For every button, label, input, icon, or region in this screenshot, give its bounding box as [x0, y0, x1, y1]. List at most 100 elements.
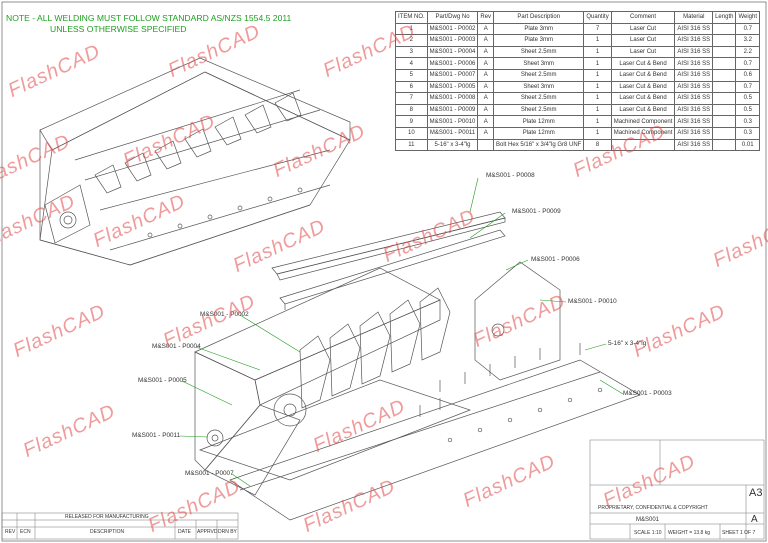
- bom-cell: Sheet 2.5mm: [493, 103, 585, 117]
- rev-column-label: REV: [5, 529, 16, 535]
- bom-cell: 2: [395, 34, 428, 47]
- callout-p0007: M&S001 - P0007: [185, 470, 234, 477]
- bom-cell: 10: [395, 126, 428, 140]
- bom-cell: 1: [583, 34, 612, 47]
- bom-cell: 1: [583, 57, 612, 70]
- bom-cell: 1: [583, 126, 612, 140]
- bom-cell: AISI 316 SS: [674, 115, 714, 128]
- bom-cell: Laser Cut: [610, 45, 676, 59]
- bom-cell: [610, 138, 676, 152]
- bom-cell: Laser Cut & Bend: [610, 68, 676, 82]
- bom-cell: 7: [395, 92, 428, 105]
- bom-cell: A: [477, 45, 495, 59]
- bom-cell: AISI 316 SS: [674, 34, 714, 47]
- bom-cell: 0.7: [735, 57, 761, 70]
- bom-cell: 8: [395, 103, 428, 117]
- bom-cell: 0.6: [735, 68, 761, 82]
- bom-cell: M&S001 - P0008: [426, 92, 479, 105]
- bom-cell: [712, 22, 737, 36]
- bom-cell: M&S001 - P0002: [426, 22, 479, 36]
- bom-cell: Bolt Hex 5/16" x 3/4"lg Gr8 UNF: [493, 138, 585, 152]
- bom-cell: A: [477, 126, 495, 140]
- welding-note-line-1: NOTE - ALL WELDING MUST FOLLOW STANDARD …: [6, 13, 292, 23]
- bom-column-header: Length: [712, 11, 737, 24]
- bom-cell: 0.3: [735, 126, 761, 140]
- bom-cell: 6: [395, 80, 428, 94]
- apprvd-column-label: APPRVD: [197, 529, 218, 535]
- ecn-column-label: ECN: [20, 529, 31, 535]
- bom-cell: Plate 12mm: [493, 126, 585, 140]
- bom-cell: 1: [583, 115, 612, 128]
- bom-cell: Machined Component: [610, 126, 676, 140]
- bom-cell: [712, 57, 737, 70]
- bom-cell: Plate 12mm: [493, 115, 585, 128]
- drn-column-label: DRN BY: [218, 529, 237, 535]
- bom-cell: 0.7: [735, 22, 761, 36]
- bom-cell: 5: [395, 68, 428, 82]
- bom-cell: Plate 3mm: [493, 22, 585, 36]
- bom-cell: [712, 34, 737, 47]
- bom-cell: [712, 45, 737, 59]
- bom-cell: AISI 316 SS: [674, 57, 714, 70]
- welding-note: NOTE - ALL WELDING MUST FOLLOW STANDARD …: [6, 13, 291, 35]
- bom-cell: A: [477, 68, 495, 82]
- bom-cell: 0.5: [735, 103, 761, 117]
- drawing-number: M&S001: [636, 517, 660, 523]
- bom-column-header: Comment: [610, 11, 676, 24]
- bom-cell: 1: [395, 22, 428, 36]
- bom-cell: M&S001 - P0006: [426, 57, 479, 70]
- callout-p0002: M&S001 - P0002: [200, 311, 249, 318]
- bom-cell: AISI 316 SS: [674, 92, 714, 105]
- bom-column-header: Rev: [477, 11, 495, 24]
- callout-p0008: M&S001 - P0008: [486, 172, 535, 179]
- bom-cell: 1: [583, 45, 612, 59]
- bom-cell: M&S001 - P0004: [426, 45, 479, 59]
- bom-cell: 5-16" x 3-4"lg: [426, 138, 479, 152]
- bom-cell: 4: [395, 57, 428, 70]
- bom-cell: 7: [583, 22, 612, 36]
- bom-cell: Laser Cut & Bend: [610, 103, 676, 117]
- bom-cell: M&S001 - P0009: [426, 103, 479, 117]
- callout-p0010: M&S001 - P0010: [568, 298, 617, 305]
- bom-cell: 1: [583, 92, 612, 105]
- bom-column-header: Part/Dwg No: [426, 11, 479, 24]
- bom-cell: Sheet 3mm: [493, 80, 585, 94]
- bom-cell: Laser Cut & Bend: [610, 80, 676, 94]
- bom-cell: AISI 316 SS: [674, 80, 714, 94]
- bom-cell: [712, 103, 737, 117]
- bom-cell: M&S001 - P0003: [426, 34, 479, 47]
- bom-cell: [712, 92, 737, 105]
- bom-cell: AISI 316 SS: [674, 68, 714, 82]
- callout-p0005: M&S001 - P0005: [138, 377, 187, 384]
- bom-cell: Machined Component: [610, 115, 676, 128]
- leader-lines: [179, 177, 624, 487]
- welding-note-line-2: UNLESS OTHERWISE SPECIFIED: [50, 24, 187, 34]
- revision-note: RELEASED FOR MANUFACTURING: [65, 514, 149, 520]
- bom-cell: AISI 316 SS: [674, 138, 714, 152]
- scale-label: SCALE 1:10: [634, 530, 662, 536]
- proprietary-label: PROPRIETARY, CONFIDENTIAL & COPYRIGHT: [598, 505, 708, 511]
- bom-cell: M&S001 - P0011: [426, 126, 479, 140]
- bom-column-header: Material: [674, 11, 714, 24]
- bom-cell: Plate 3mm: [493, 34, 585, 47]
- bom-cell: 8: [583, 138, 612, 152]
- revision-letter: A: [751, 514, 758, 525]
- bom-cell: A: [477, 115, 495, 128]
- bom-cell: 11: [395, 138, 428, 152]
- callout-p0006: M&S001 - P0006: [531, 256, 580, 263]
- bom-cell: A: [477, 103, 495, 117]
- bom-cell: [712, 68, 737, 82]
- exploded-assembly: [194, 261, 641, 521]
